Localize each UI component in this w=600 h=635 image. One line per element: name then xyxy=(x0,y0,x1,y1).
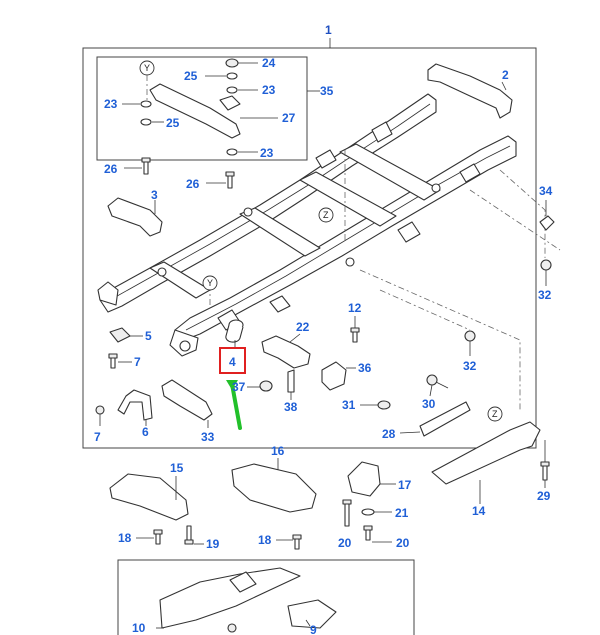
callout-20-b: 20 xyxy=(396,536,410,550)
part-34-pin xyxy=(539,215,555,231)
ref-marker-z-frame xyxy=(318,207,334,223)
bolt-18-b xyxy=(292,534,302,550)
bolt-19 xyxy=(184,525,194,545)
bolt-7-a xyxy=(108,353,118,369)
callout-36: 36 xyxy=(358,361,372,375)
part-15-shield xyxy=(109,473,189,521)
ref-marker-z-right xyxy=(487,406,503,422)
ref-marker-y-frame-label: Y xyxy=(207,278,213,288)
bolt-26-b xyxy=(225,171,235,189)
callout-27: 27 xyxy=(282,111,296,125)
lower-assembly-frame xyxy=(117,559,415,635)
callout-32-a: 32 xyxy=(538,288,552,302)
callout-5: 5 xyxy=(145,329,152,343)
callout-26-a: 26 xyxy=(104,162,118,176)
bolt-30 xyxy=(426,374,449,389)
callout-1: 1 xyxy=(325,23,332,37)
bushing-37 xyxy=(259,380,273,392)
part-3-bracket xyxy=(107,197,163,237)
callout-31: 31 xyxy=(342,398,356,412)
nut-24 xyxy=(225,58,239,68)
part-14-skid-plate xyxy=(431,421,541,485)
part-33-bracket xyxy=(161,379,213,421)
washer-23-c xyxy=(226,148,238,156)
plug-32-right xyxy=(540,259,552,271)
main-assembly-frame xyxy=(82,47,537,449)
part-28-plate xyxy=(419,401,471,437)
ref-marker-z-right-label: Z xyxy=(492,409,498,419)
bolt-20-a xyxy=(342,499,352,527)
callout-18-b: 18 xyxy=(258,533,272,547)
washer-23-b xyxy=(226,86,238,94)
lower-assembly-partial xyxy=(156,567,337,633)
bolt-26-a xyxy=(141,157,151,175)
callout-23-c: 23 xyxy=(260,146,274,160)
callout-29: 29 xyxy=(537,489,551,503)
part-4-bushing xyxy=(225,319,244,343)
callout-23-b: 23 xyxy=(262,83,276,97)
washer-21 xyxy=(361,508,375,516)
callout-18-a: 18 xyxy=(118,531,132,545)
callout-37: 37 xyxy=(232,380,246,394)
highlight-arrow xyxy=(226,380,242,430)
ref-marker-y-top-label: Y xyxy=(144,63,150,73)
callout-26-b: 26 xyxy=(186,177,200,191)
callout-28: 28 xyxy=(382,427,396,441)
callout-10: 10 xyxy=(132,621,146,635)
nut-25-a xyxy=(140,118,152,126)
part-36-bracket xyxy=(321,361,347,391)
callout-12: 12 xyxy=(348,301,362,315)
callout-21: 21 xyxy=(395,506,409,520)
highlight-box-part-4 xyxy=(219,347,246,374)
callout-35: 35 xyxy=(320,84,334,98)
ref-marker-y-frame xyxy=(202,275,218,291)
part-22-mount xyxy=(261,335,311,369)
part-6-clip xyxy=(117,389,153,421)
callout-9: 9 xyxy=(310,623,317,635)
bolt-29 xyxy=(540,461,550,481)
callout-15: 15 xyxy=(170,461,184,475)
callout-24: 24 xyxy=(262,56,276,70)
part-5-nut-plate xyxy=(109,327,131,343)
callout-19: 19 xyxy=(206,537,220,551)
callout-23-a: 23 xyxy=(104,97,118,111)
callout-20-a: 20 xyxy=(338,536,352,550)
callout-2: 2 xyxy=(502,68,509,82)
callout-22: 22 xyxy=(296,320,310,334)
washer-25 xyxy=(226,72,238,80)
part-27-bracket xyxy=(149,83,241,139)
callout-32-b: 32 xyxy=(463,359,477,373)
bolt-20-b xyxy=(363,525,373,541)
callout-34: 34 xyxy=(539,184,553,198)
callout-25-b: 25 xyxy=(166,116,180,130)
sub-assembly-frame-35 xyxy=(96,56,308,161)
callout-7-a: 7 xyxy=(134,355,141,369)
callout-38: 38 xyxy=(284,400,298,414)
bolt-18-a xyxy=(153,529,163,545)
chassis-frame xyxy=(97,93,517,357)
bolt-7-b xyxy=(95,405,105,426)
callout-17: 17 xyxy=(398,478,412,492)
part-38-clip xyxy=(287,369,295,393)
callout-30: 30 xyxy=(422,397,436,411)
callout-25-a: 25 xyxy=(184,69,198,83)
callout-6: 6 xyxy=(142,425,149,439)
bolt-12 xyxy=(350,327,360,343)
ref-marker-z-frame-label: Z xyxy=(323,210,329,220)
nut-31 xyxy=(377,400,391,410)
part-16-shield xyxy=(231,463,317,513)
callout-3: 3 xyxy=(151,188,158,202)
callout-7-b: 7 xyxy=(94,430,101,444)
part-2-bracket xyxy=(427,63,513,119)
callout-16: 16 xyxy=(271,444,285,458)
callout-4: 4 xyxy=(229,355,236,369)
plug-32-left xyxy=(464,330,476,342)
callout-33: 33 xyxy=(201,430,215,444)
washer-23-a xyxy=(140,100,152,108)
part-17-bracket xyxy=(347,461,381,497)
callout-14: 14 xyxy=(472,504,486,518)
